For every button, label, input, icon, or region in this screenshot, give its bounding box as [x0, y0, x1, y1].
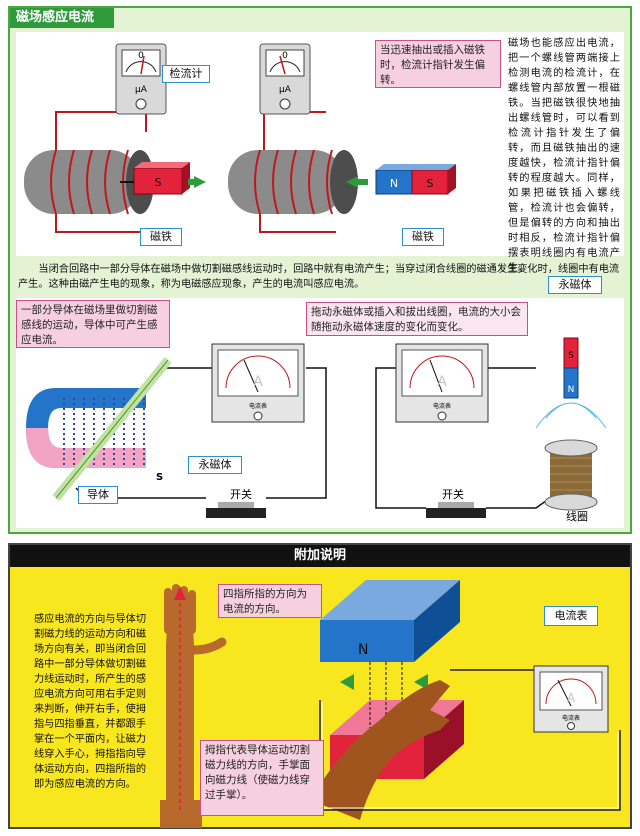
- callout-thumb: 拇指代表导体运动切割磁力线的方向，手掌面向磁力线（使磁力线穿过手掌）。: [200, 740, 324, 816]
- meter-unit: μA: [135, 85, 148, 95]
- right-hand-rule-text: 感应电流的方向与导体切割磁力线的运动方向和磁场方向有关，即当闭合回路中一部分导体…: [34, 614, 147, 790]
- svg-text:0: 0: [282, 51, 288, 61]
- svg-text:μA: μA: [279, 85, 292, 95]
- coil-spool: [535, 402, 607, 511]
- ammeter-right: A 电流表: [395, 343, 489, 423]
- ammeter-label: 电流表: [544, 606, 598, 626]
- magnet-label-1: 磁铁: [140, 228, 182, 246]
- ammeter-left: A 电流表: [211, 343, 305, 423]
- switch-label-1: 开关: [230, 488, 252, 501]
- svg-text:N: N: [568, 385, 575, 395]
- right-hand-diagram: N S A 电流表: [160, 580, 621, 828]
- coil-2: [228, 149, 358, 233]
- definition-paragraph: 当闭合回路中一部分导体在磁场中做切割磁感线运动时，回路中就有电流产生；当穿过闭合…: [18, 264, 620, 290]
- svg-text:S: S: [568, 351, 574, 361]
- callout-drag: 拖动永磁体或插入和拔出线圈，电流的大小会随拖动永磁体速度的变化而变化。: [306, 302, 528, 336]
- callout-fingers: 四指所指的方向为电流的方向。: [218, 584, 322, 618]
- additional-title: 附加说明: [10, 545, 630, 567]
- side-description: 磁场也能感应出电流，把一个螺线管两端接上检测电流的检流计，在螺线管内部放置一根磁…: [508, 38, 620, 274]
- svg-text:N: N: [390, 177, 398, 190]
- svg-text:电流表: 电流表: [249, 402, 267, 410]
- switch-label-2: 开关: [442, 488, 464, 501]
- coil-label: 线圈: [566, 510, 588, 523]
- callout-cut: 一部分导体在磁场里做切割磁感线的运动，导体中可产生感应电流。: [16, 300, 170, 348]
- svg-text:电流表: 电流表: [433, 402, 451, 410]
- right-hand-arm: [160, 584, 227, 828]
- magnet-2: N S: [346, 164, 456, 195]
- conductor-label: 导体: [78, 486, 118, 504]
- section-title: 磁场感应电流: [10, 8, 114, 28]
- galvanometer-label: 检流计: [162, 65, 210, 83]
- u-magnet: N S: [26, 388, 163, 483]
- svg-text:电流表: 电流表: [562, 714, 580, 722]
- switch-right: [426, 502, 486, 518]
- meter-zero: 0: [138, 51, 144, 61]
- pole-S: S: [155, 176, 162, 189]
- callout-fast: 当迅速抽出或插入磁铁时，检流计指针发生偏转。: [375, 40, 501, 88]
- ammeter-bottom: A 电流表: [533, 665, 609, 733]
- magnet-label-u: 永磁体: [188, 456, 242, 474]
- permanent-magnet-label: 永磁体: [548, 276, 602, 294]
- svg-text:S: S: [427, 177, 434, 190]
- svg-text:A: A: [253, 374, 263, 390]
- galvanometer-1: 0 μA: [115, 43, 167, 115]
- bar-magnet-vertical: S N: [563, 337, 579, 399]
- svg-text:S: S: [156, 472, 163, 483]
- circuit-diagram: N S A 电流表 A 电流表 S N: [26, 337, 607, 518]
- svg-text:N: N: [358, 642, 368, 658]
- magnet-label-2: 磁铁: [402, 228, 444, 246]
- magnet-1: S: [120, 162, 206, 195]
- magnet-north: N: [320, 580, 460, 662]
- svg-text:A: A: [437, 374, 447, 390]
- svg-text:A: A: [567, 691, 576, 705]
- galvanometer-2: 0 μA: [259, 43, 311, 115]
- switch-left: [206, 502, 266, 518]
